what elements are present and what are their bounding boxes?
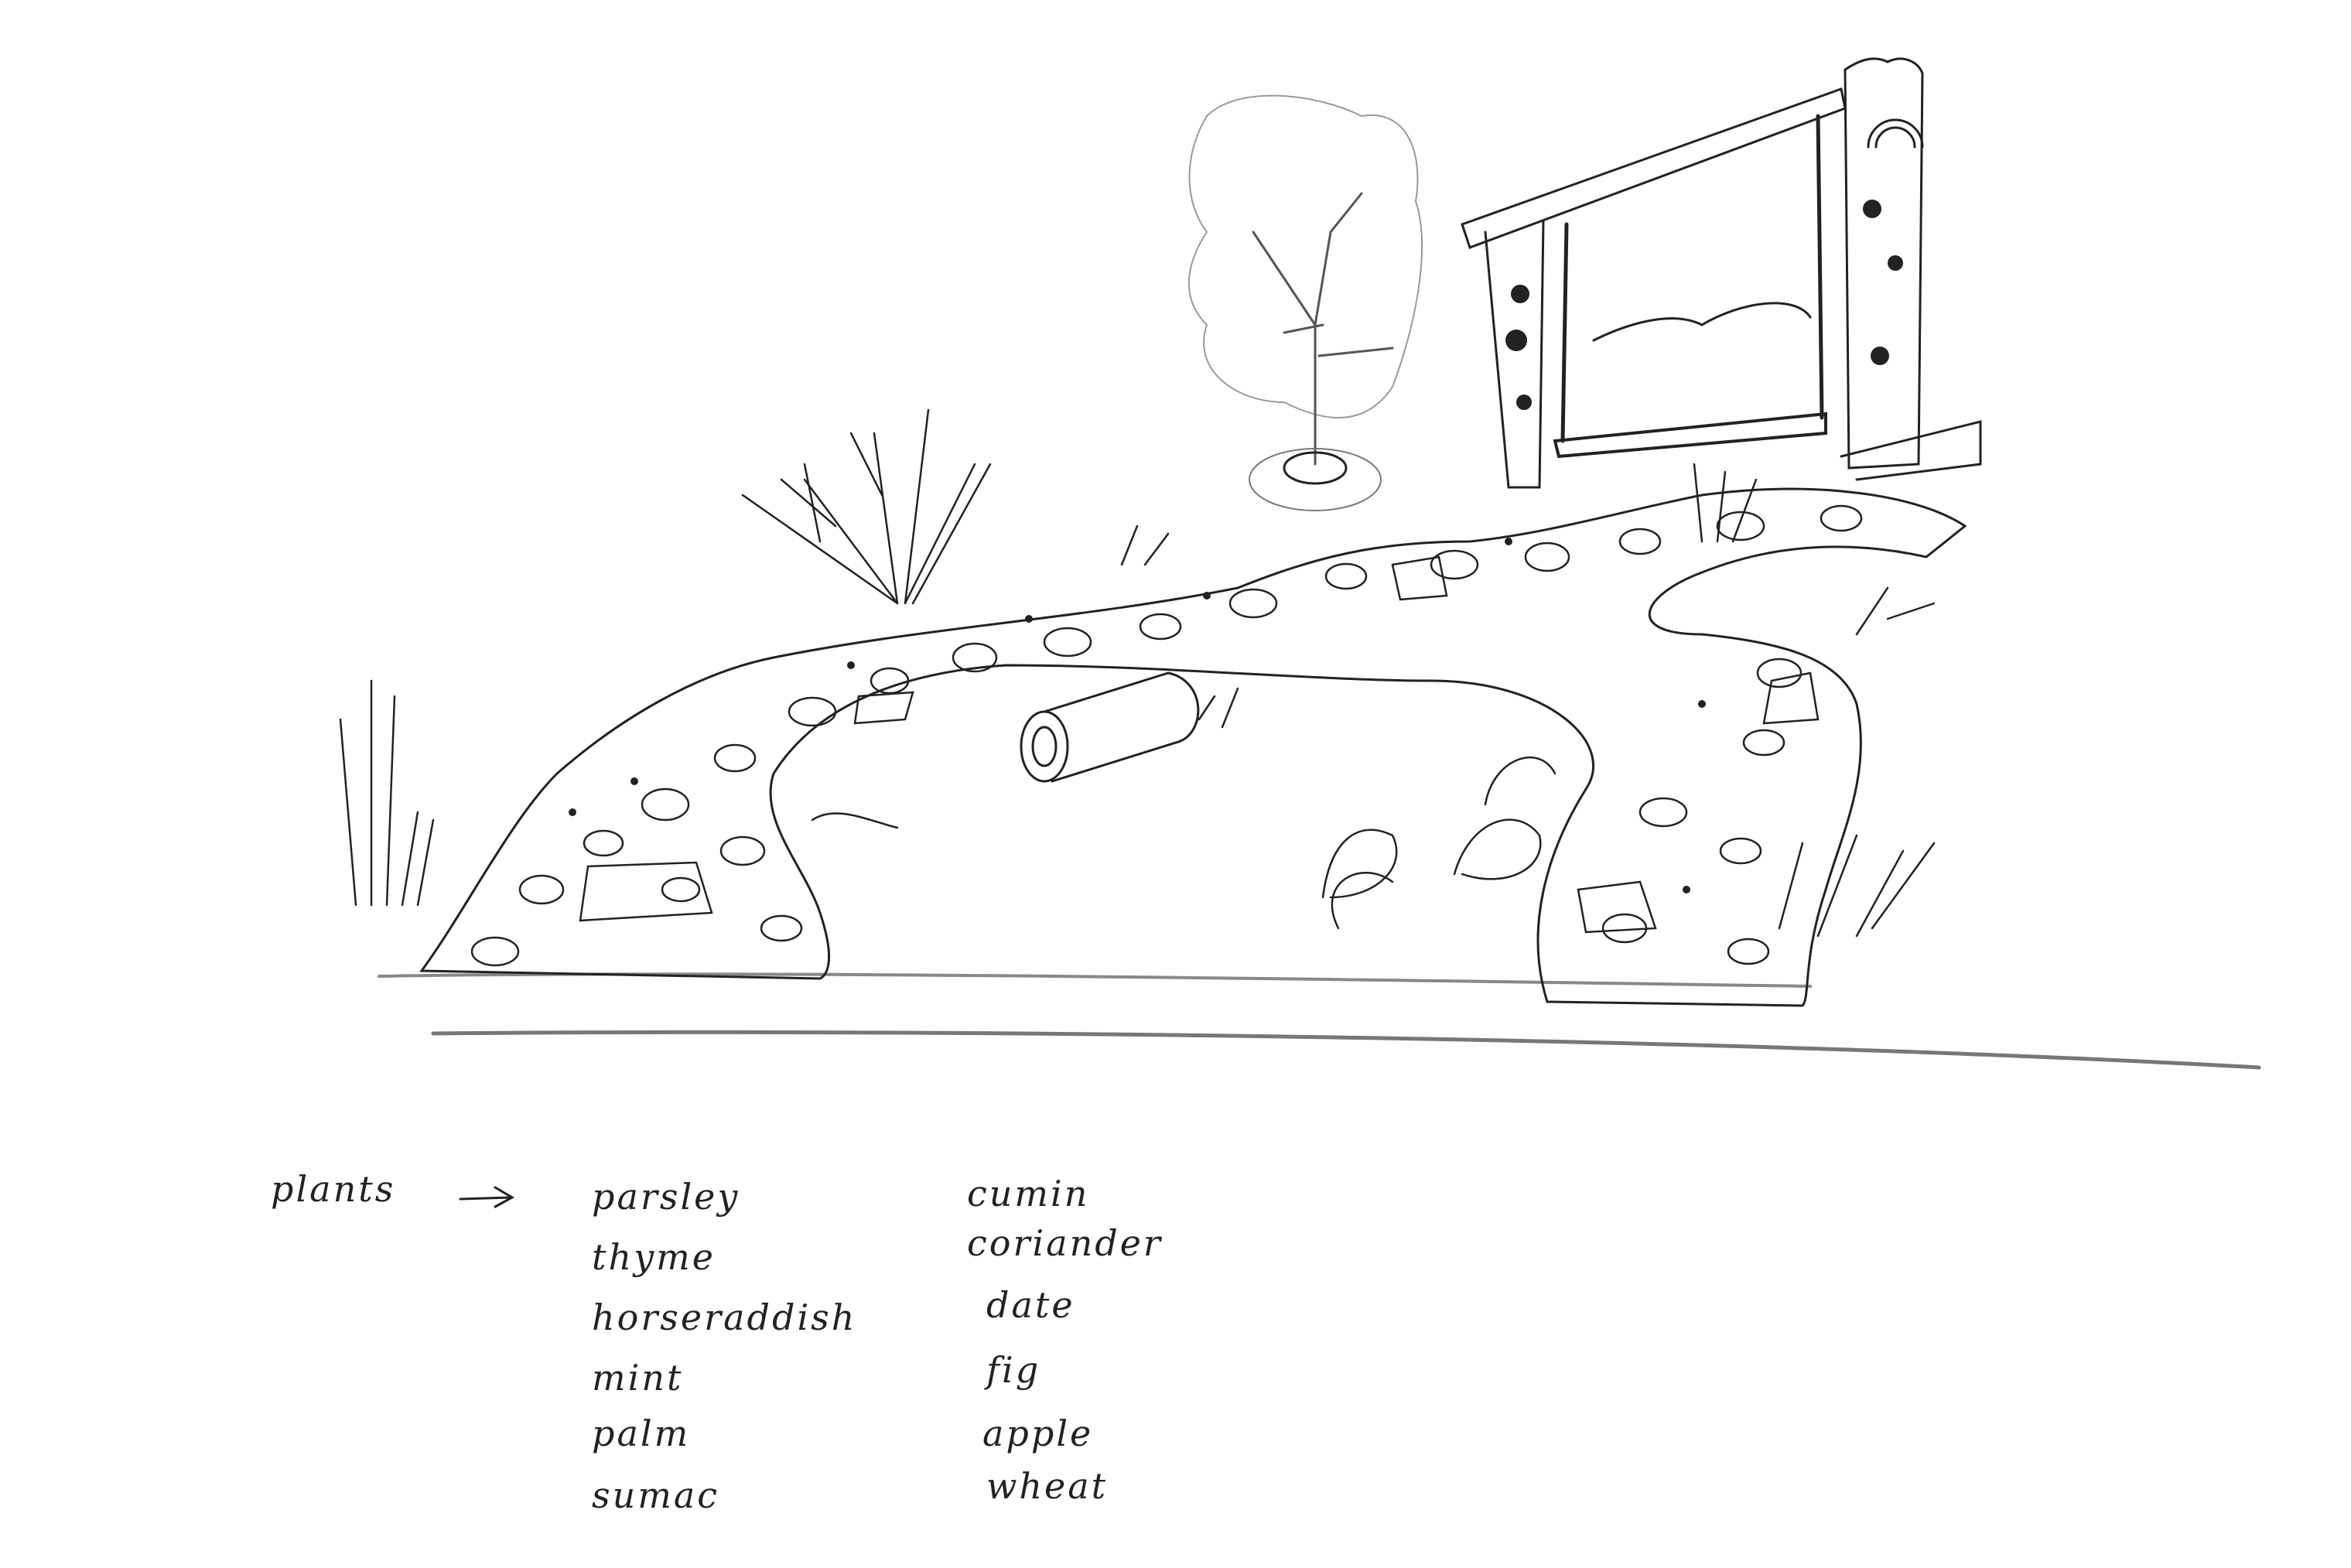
plants-drawings bbox=[339, 408, 1936, 938]
plant-item: palm bbox=[592, 1413, 691, 1454]
plant-item: thyme bbox=[592, 1236, 716, 1278]
ground-line bbox=[378, 972, 1812, 988]
plant-item: coriander bbox=[967, 1222, 1163, 1264]
tree bbox=[1188, 94, 1423, 511]
log bbox=[1020, 671, 1200, 783]
plant-item: parsley bbox=[592, 1176, 740, 1218]
ground-line bbox=[431, 1030, 2261, 1070]
plant-item: wheat bbox=[986, 1465, 1109, 1507]
plant-item: apple bbox=[982, 1413, 1094, 1454]
plant-item: mint bbox=[592, 1357, 684, 1399]
plant-item: date bbox=[986, 1284, 1075, 1326]
stone-path-arch bbox=[419, 487, 1967, 1007]
plant-item: cumin bbox=[967, 1173, 1090, 1214]
plant-item: horseraddish bbox=[592, 1296, 857, 1338]
legend-heading: plants bbox=[271, 1168, 396, 1210]
legend-arrow bbox=[459, 1186, 515, 1208]
plant-item: fig bbox=[986, 1349, 1041, 1391]
swing bbox=[1461, 57, 1982, 489]
plant-item: sumac bbox=[592, 1474, 720, 1516]
